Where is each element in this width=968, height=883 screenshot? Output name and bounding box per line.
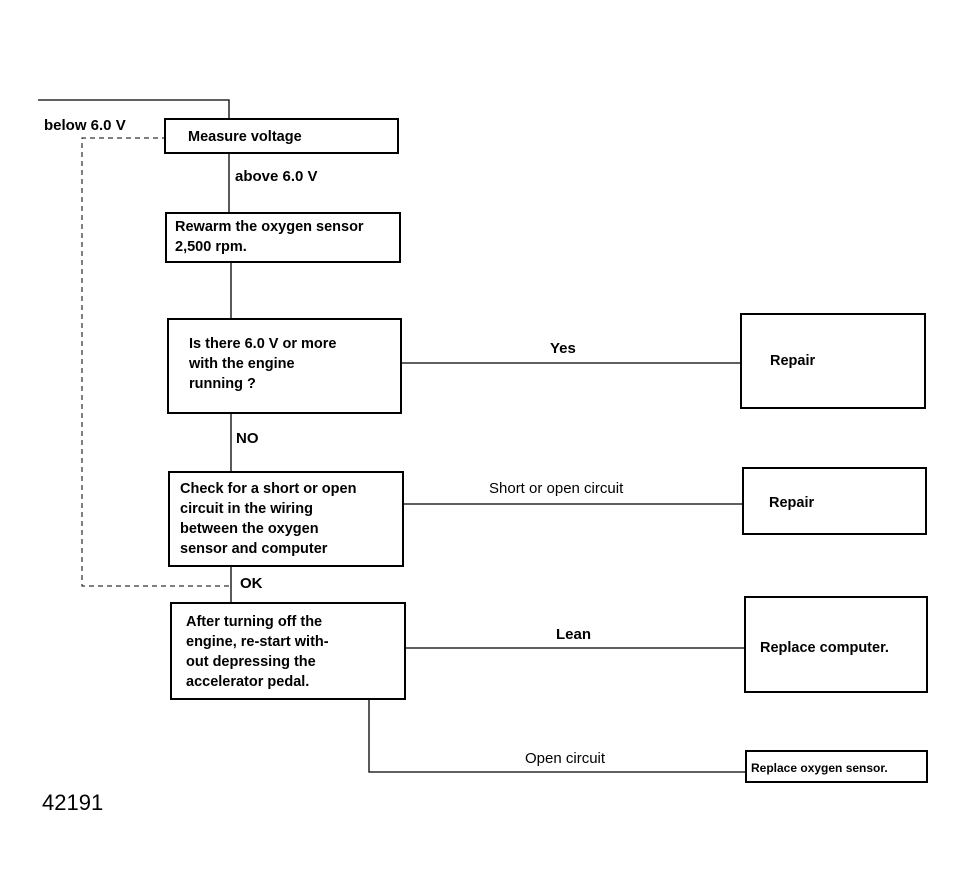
above-voltage-label: above 6.0 V xyxy=(235,168,318,185)
lean-label: Lean xyxy=(556,626,592,643)
replace-computer-box: Replace computer. xyxy=(744,596,928,693)
voltage-question-box: Is there 6.0 V or more with the engine r… xyxy=(167,318,402,414)
short-open-label: Short or open circuit xyxy=(489,480,624,497)
connector-open-circuit xyxy=(368,700,745,773)
dashed-loop-line xyxy=(81,137,229,587)
yes-label: Yes xyxy=(550,340,576,357)
below-voltage-label: below 6.0 V xyxy=(44,117,126,134)
rewarm-sensor-box: Rewarm the oxygen sensor 2,500 rpm. xyxy=(165,212,401,263)
measure-voltage-box: Measure voltage xyxy=(164,118,399,154)
loop-top-line xyxy=(38,99,230,118)
no-label: NO xyxy=(236,430,259,447)
ok-label: OK xyxy=(240,575,263,592)
open-circuit-label: Open circuit xyxy=(525,750,606,767)
repair-box-2: Repair xyxy=(742,467,927,535)
replace-oxygen-sensor-box: Replace oxygen sensor. xyxy=(745,750,928,783)
figure-number: 42191 xyxy=(42,790,104,815)
check-wiring-box: Check for a short or open circuit in the… xyxy=(168,471,404,567)
repair-box-1: Repair xyxy=(740,313,926,409)
restart-engine-box: After turning off the engine, re-start w… xyxy=(170,602,406,700)
